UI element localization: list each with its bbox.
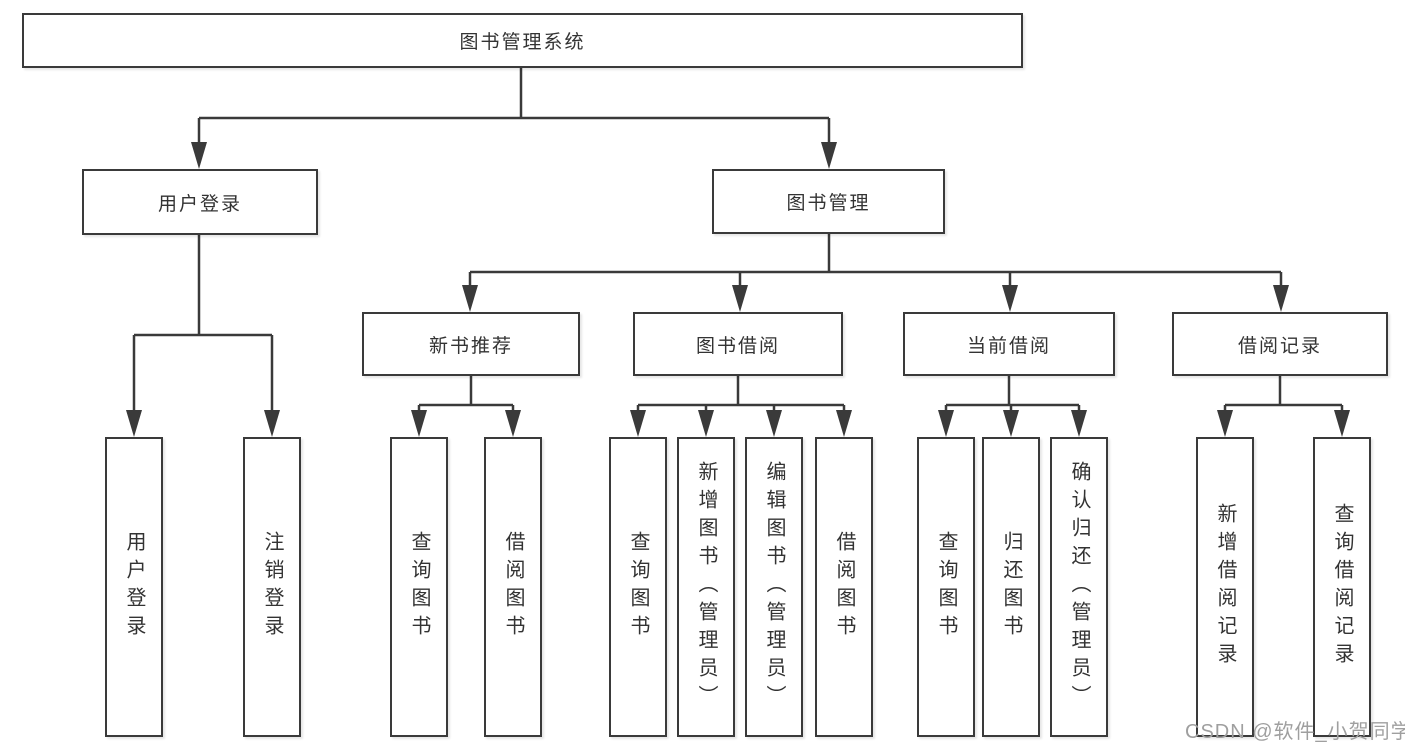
node-user-login: 用户登录	[82, 169, 318, 235]
node-label: 图书管理	[786, 193, 871, 214]
node-book-borrowing: 图书借阅	[633, 312, 843, 376]
leaf-add-borrow-record: 新增借阅记录	[1196, 437, 1254, 737]
node-library-management-system: 图书管理系统	[22, 13, 1023, 68]
node-label: 查询图书	[627, 531, 649, 643]
node-label: 用户登录	[123, 531, 145, 643]
node-label: 用户登录	[157, 193, 242, 215]
node-label: 新增图书（管理员）	[695, 461, 717, 713]
leaf-logout: 注销登录	[243, 437, 301, 737]
leaf-user-login: 用户登录	[105, 437, 163, 737]
node-label: 借阅图书	[833, 531, 855, 643]
node-label: 图书管理系统	[459, 32, 586, 53]
leaf-return-books: 归还图书	[982, 437, 1040, 737]
node-label: 借阅记录	[1237, 335, 1322, 357]
csdn-watermark: CSDN @软件_小贺同学	[1185, 721, 1405, 743]
leaf-query-borrow-record: 查询借阅记录	[1313, 437, 1371, 737]
node-label: 注销登录	[261, 531, 283, 643]
node-label: 当前借阅	[966, 335, 1051, 357]
node-label: 新增借阅记录	[1214, 503, 1236, 671]
leaf-query-books-current: 查询图书	[917, 437, 975, 737]
leaf-query-books-recommend: 查询图书	[390, 437, 448, 737]
leaf-edit-books-admin: 编辑图书（管理员）	[745, 437, 803, 737]
leaf-confirm-return-admin: 确认归还（管理员）	[1050, 437, 1108, 737]
node-label: 查询借阅记录	[1331, 503, 1353, 671]
node-label: 查询图书	[935, 531, 957, 643]
node-book-management: 图书管理	[712, 169, 945, 234]
node-label: 借阅图书	[502, 531, 524, 643]
node-new-book-recommendation: 新书推荐	[362, 312, 580, 376]
node-current-borrowing: 当前借阅	[903, 312, 1115, 376]
leaf-borrow-books-borrowing: 借阅图书	[815, 437, 873, 737]
node-label: 确认归还（管理员）	[1068, 461, 1090, 713]
node-label: 查询图书	[408, 531, 430, 643]
node-borrowing-records: 借阅记录	[1172, 312, 1388, 376]
node-label: 图书借阅	[695, 335, 780, 357]
leaf-add-books-admin: 新增图书（管理员）	[677, 437, 735, 737]
node-label: 新书推荐	[428, 335, 513, 357]
leaf-query-books-borrowing: 查询图书	[609, 437, 667, 737]
leaf-borrow-books-recommend: 借阅图书	[484, 437, 542, 737]
node-label: 归还图书	[1000, 531, 1022, 643]
node-label: 编辑图书（管理员）	[763, 461, 785, 713]
